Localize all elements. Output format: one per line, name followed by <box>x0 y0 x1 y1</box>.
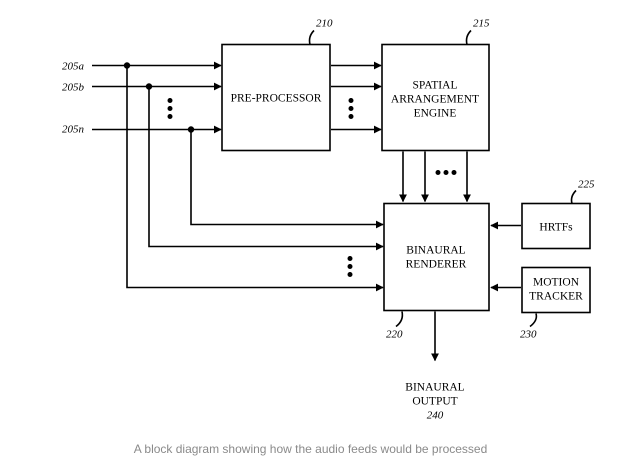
spatial-label-line1: SPATIAL <box>413 80 458 92</box>
tracker-leader <box>529 313 538 328</box>
hrtfs-label: HRTFs <box>539 222 573 234</box>
preprocessor-leader <box>308 29 315 45</box>
tracker-label-line1: MOTION <box>533 277 580 289</box>
bypass-line-205n <box>190 129 384 229</box>
binaural-renderer-block <box>383 202 490 312</box>
hrtfs-block <box>521 202 591 250</box>
input-label-205a: 205a <box>62 61 85 73</box>
output-label-line2: OUTPUT <box>412 396 457 408</box>
tracker-label-line2: TRACKER <box>529 291 583 303</box>
preprocessor-block <box>221 43 331 152</box>
ellipsis-vertical-inputs <box>167 98 173 119</box>
renderer-leader <box>395 311 404 328</box>
bypass-line-205b <box>148 86 384 251</box>
input-label-205n: 205n <box>62 124 85 136</box>
spatial-engine-block <box>381 43 490 152</box>
renderer-label-line2: RENDERER <box>406 259 467 271</box>
ellipsis-vertical-middle <box>348 98 354 119</box>
renderer-label-line1: BINAURAL <box>406 245 465 257</box>
ellipsis-vertical-bypass <box>347 256 353 277</box>
spatial-label-line2: ARRANGEMENT <box>391 94 479 106</box>
hrtfs-leader <box>570 189 577 204</box>
preprocessor-ref: 210 <box>316 18 333 30</box>
input-label-205b: 205b <box>62 82 85 94</box>
hrtfs-ref: 225 <box>578 179 595 191</box>
spatial-label-line3: ENGINE <box>414 108 457 120</box>
output-ref: 240 <box>427 410 444 422</box>
output-label-line1: BINAURAL <box>405 382 464 394</box>
motion-tracker-block <box>521 266 591 314</box>
figure-caption: A block diagram showing how the audio fe… <box>133 442 488 456</box>
preprocessor-label: PRE-PROCESSOR <box>231 93 322 105</box>
spatial-leader <box>465 29 472 45</box>
bypass-line-205a <box>126 65 384 292</box>
tracker-ref: 230 <box>520 329 537 341</box>
ellipsis-horizontal <box>435 170 457 175</box>
renderer-ref: 220 <box>386 329 403 341</box>
spatial-ref: 215 <box>473 18 490 30</box>
